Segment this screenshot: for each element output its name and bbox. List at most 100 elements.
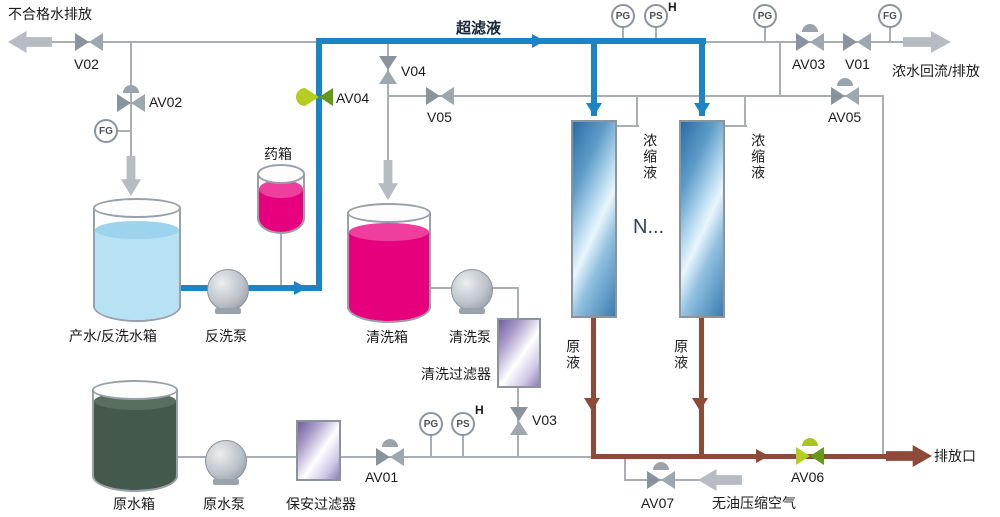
- pipe-mem2-drain: [699, 318, 704, 458]
- arrow-blue-backwash: [294, 281, 307, 295]
- tank-body: [257, 174, 305, 234]
- label-v04: V04: [401, 63, 426, 79]
- arrow-blue-header: [532, 34, 545, 48]
- stem-pg-bottom: [430, 435, 432, 457]
- valve-av03-actuator-icon: [802, 24, 818, 32]
- arrow-brown-drain: [756, 449, 769, 463]
- label-concentrate-2: 浓缩液: [750, 133, 767, 181]
- valve-av06-icon: [796, 447, 824, 465]
- pipe-fg-stub: [118, 130, 131, 132]
- tank-liquid-surface: [95, 221, 179, 239]
- pipe-right-drop: [882, 95, 884, 458]
- pressure-gauge-bottom: PG: [419, 412, 443, 436]
- stem-ps-bottom: [462, 435, 464, 457]
- pipe-chemical-drop: [280, 234, 282, 288]
- pipe-air-riser: [624, 458, 626, 480]
- label-chemical-tank: 药箱: [264, 146, 292, 162]
- tank-rim: [347, 203, 431, 223]
- cartridge-filter: [296, 420, 341, 481]
- valve-av07-icon: [647, 471, 675, 489]
- pipe-discharge-topleft: [50, 41, 319, 43]
- label-cleaning-filter: 清洗过滤器: [421, 366, 491, 382]
- tank-body: [92, 390, 178, 492]
- pipe-v04-line: [387, 44, 389, 162]
- label-v02: V02: [74, 56, 99, 72]
- raw-pump-icon: [205, 440, 247, 485]
- pipe-return-connector: [779, 43, 781, 96]
- pipe-mem2-concentrate-v: [744, 95, 746, 127]
- valve-av04-icon: [305, 88, 333, 106]
- label-concentrate-1: 浓缩液: [642, 133, 659, 181]
- cleaning-pump-icon: [451, 269, 493, 314]
- pipe-mem1-concentrate-v: [636, 95, 638, 127]
- high-alarm-mark-bottom: H: [475, 403, 484, 417]
- valve-av01-icon: [376, 448, 404, 466]
- arrow-brown-mem1: [584, 398, 600, 411]
- valve-v01-icon: [843, 33, 871, 51]
- valve-v02-icon: [75, 33, 103, 51]
- pipe-mem2-concentrate-h: [725, 125, 747, 127]
- chemical-tank: [257, 164, 305, 234]
- uf-membrane-2: [679, 120, 725, 318]
- flow-gauge-left: FG: [94, 119, 118, 143]
- label-cleaning-pump: 清洗泵: [449, 329, 491, 345]
- arrow-blue-mem1: [586, 103, 602, 116]
- pipe-concentrate-header: [387, 95, 884, 97]
- discharge-left-arrow: [8, 31, 52, 53]
- label-raw-pump: 原水泵: [203, 496, 245, 512]
- label-av03: AV03: [792, 56, 826, 72]
- discharge-outlet-arrow: [886, 445, 932, 467]
- tank-rim: [257, 164, 305, 184]
- pressure-gauge-right: PG: [753, 4, 777, 28]
- label-cleaning-tank: 清洗箱: [366, 329, 408, 345]
- stem-pg-top: [622, 27, 624, 39]
- pipe-mem2-feed-blue: [699, 43, 705, 116]
- arrow-brown-mem2: [692, 398, 708, 411]
- valve-av02-icon: [117, 94, 145, 112]
- label-v03: V03: [532, 412, 557, 428]
- label-raw-liquid-1: 原液: [565, 339, 582, 371]
- valve-v04-icon: [379, 56, 397, 84]
- pipe-to-cleaning-filter: [517, 288, 519, 320]
- pipe-mem1-feed-blue: [591, 43, 597, 116]
- fill-product-tank-arrow: [121, 156, 141, 196]
- pipe-drain-main: [591, 454, 886, 459]
- label-v01: V01: [845, 56, 870, 72]
- label-discharge-outlet: 排放口: [934, 448, 976, 464]
- valve-av01-actuator-icon: [382, 439, 398, 447]
- cleaning-tank: [347, 203, 431, 323]
- tank-rim: [93, 198, 181, 218]
- label-backwash-pump: 反洗泵: [205, 328, 247, 344]
- flow-gauge-right: FG: [878, 4, 902, 28]
- pipe-mem1-concentrate-h: [617, 125, 639, 127]
- label-raw-tank: 原水箱: [113, 496, 155, 512]
- valve-av07-actuator-icon: [653, 462, 669, 470]
- valve-av03-icon: [796, 33, 824, 51]
- tank-liquid-surface: [259, 180, 303, 198]
- valve-av05-icon: [831, 87, 859, 105]
- pressure-gauge-top: PG: [611, 4, 635, 28]
- stem-ps-top: [655, 27, 657, 39]
- valve-v03-icon: [510, 407, 528, 435]
- valve-av06-actuator-icon: [802, 438, 818, 446]
- pipe-ultrafiltrate-header: [316, 38, 706, 44]
- label-compressed-air: 无油压缩空气: [712, 495, 796, 511]
- tank-liquid: [94, 400, 176, 490]
- stem-pg-right: [764, 27, 766, 42]
- label-av04: AV04: [336, 90, 370, 106]
- pipe-blue-riser: [316, 38, 322, 291]
- label-av05: AV05: [828, 109, 862, 125]
- valve-av04-actuator-icon: [296, 88, 305, 106]
- tank-body: [93, 208, 181, 322]
- pipe-mem1-drain: [591, 318, 596, 458]
- concentrate-return-arrow: [903, 31, 951, 53]
- label-av06: AV06: [791, 469, 825, 485]
- backwash-pump-icon: [207, 269, 249, 314]
- arrow-blue-mem2: [694, 103, 710, 116]
- tank-rim: [92, 380, 178, 400]
- tank-liquid: [349, 232, 429, 321]
- label-unqualified-discharge: 不合格水排放: [8, 6, 92, 22]
- product-backwash-tank: [93, 198, 181, 322]
- fill-cleaning-tank-arrow: [378, 160, 398, 200]
